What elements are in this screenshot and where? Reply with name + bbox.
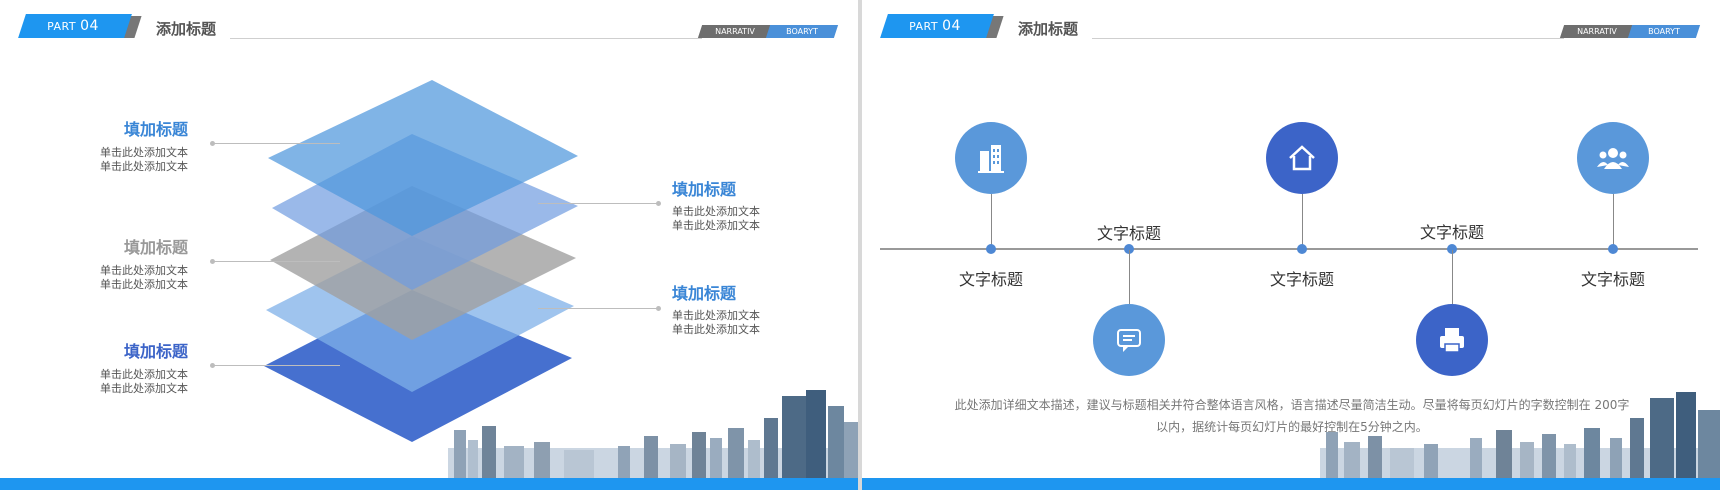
tag-blue-text: BOARYT	[1648, 27, 1680, 36]
part-number: 04	[80, 18, 99, 34]
home-icon	[1289, 145, 1315, 171]
layer-desc-2: 单击此处添加文本单击此处添加文本	[672, 205, 760, 232]
timeline-label-1: 文字标题	[958, 270, 1023, 289]
layer-desc-4: 单击此处添加文本单击此处添加文本	[672, 309, 760, 336]
tag-gray-text: NARRATIV	[1577, 27, 1617, 36]
timeline-stem	[991, 194, 992, 248]
layer-diamond-1	[268, 80, 578, 236]
description-text: 此处添加详细文本描述，建议与标题相关并符合整体语言风格，语言描述尽量简洁生动。尽…	[954, 398, 1630, 434]
timeline-node-4	[1416, 304, 1488, 376]
timeline-label-4: 文字标题	[1419, 223, 1484, 242]
timeline-axis	[880, 248, 1698, 250]
timeline-dot	[1447, 244, 1457, 254]
layer-desc-3: 单击此处添加文本单击此处添加文本	[100, 264, 188, 291]
connector-dot	[656, 201, 661, 206]
timeline-stem	[1452, 250, 1453, 304]
printer-icon	[1440, 328, 1464, 353]
part-label: PART	[909, 20, 939, 33]
timeline-label-3: 文字标题	[1269, 270, 1334, 289]
layer-title-4: 填加标题	[672, 284, 737, 303]
part-number: 04	[942, 18, 961, 34]
timeline-dot	[1124, 244, 1134, 254]
layer-desc-1: 单击此处添加文本单击此处添加文本	[100, 146, 188, 173]
layer-title-3: 填加标题	[123, 238, 188, 257]
users-icon	[1597, 148, 1629, 169]
slide-title: 添加标题	[156, 20, 217, 38]
timeline-label-2: 文字标题	[1096, 224, 1161, 243]
layer-title-5: 填加标题	[123, 342, 188, 361]
connector-line	[538, 308, 658, 309]
city-skyline	[1320, 392, 1720, 478]
timeline-node-2	[1093, 304, 1165, 376]
chat-icon	[1117, 329, 1141, 352]
layer-title-1: 填加标题	[123, 120, 188, 139]
connector-line	[212, 365, 340, 366]
building-icon	[978, 145, 1004, 173]
bottom-bar	[862, 478, 1720, 490]
tag-gray-text: NARRATIV	[715, 27, 755, 36]
timeline-stem	[1613, 194, 1614, 248]
timeline-dot	[986, 244, 996, 254]
connector-line	[212, 261, 340, 262]
timeline-stem	[1129, 250, 1130, 304]
layer-desc-5: 单击此处添加文本单击此处添加文本	[100, 368, 188, 395]
layer-stack	[264, 80, 578, 442]
timeline-node-1	[955, 122, 1027, 194]
title-divider	[230, 38, 702, 39]
timeline-label-5: 文字标题	[1580, 270, 1645, 289]
connector-line	[212, 143, 340, 144]
timeline-stem	[1302, 194, 1303, 248]
bottom-bar	[0, 478, 858, 490]
timeline-node-5	[1577, 122, 1649, 194]
timeline-node-3	[1266, 122, 1338, 194]
connector-line	[538, 203, 658, 204]
timeline-dot	[1297, 244, 1307, 254]
connector-dot	[656, 306, 661, 311]
city-skyline	[448, 390, 858, 478]
tag-blue-text: BOARYT	[786, 27, 818, 36]
part-label: PART	[47, 20, 77, 33]
layer-title-2: 填加标题	[672, 180, 737, 199]
slide-title: 添加标题	[1018, 20, 1079, 38]
title-divider	[1092, 38, 1564, 39]
timeline-dot	[1608, 244, 1618, 254]
